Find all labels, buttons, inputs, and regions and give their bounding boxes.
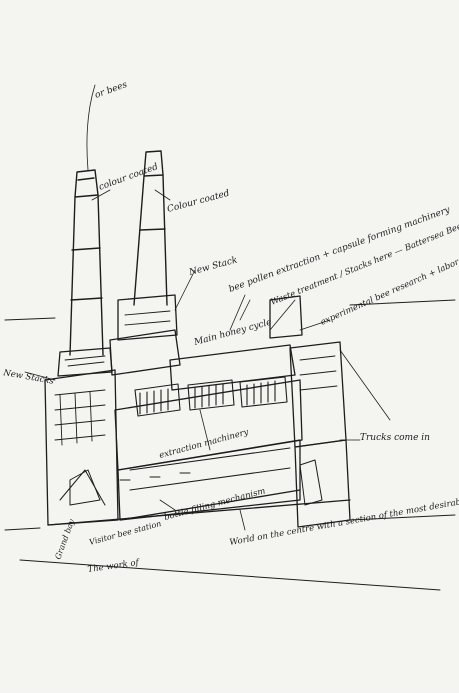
ground-lines <box>4 299 456 591</box>
leader-lines <box>24 84 391 531</box>
label-new-stacks: New Stacks <box>1 368 55 387</box>
label-trucks: Trucks come in <box>360 433 430 443</box>
label-main-honey: Main honey cycle <box>192 318 273 349</box>
label-top-bee: or bees <box>94 80 129 101</box>
label-the-work-of: The work of <box>87 558 141 575</box>
lower-machinery <box>59 447 323 506</box>
label-visitor-station: Visitor bee station <box>88 519 162 547</box>
label-colour-coated: colour coated <box>98 162 160 193</box>
label-colour-coated-2: Colour coated <box>166 189 231 215</box>
honey-tanks <box>134 376 288 417</box>
building-body <box>44 294 351 528</box>
label-bottle-filling: bottle filling mechanism <box>163 486 266 523</box>
left-chimney <box>69 169 104 356</box>
right-chimney <box>133 150 168 306</box>
window-hatching <box>54 310 338 446</box>
label-new-stack: New Stack <box>187 255 238 278</box>
